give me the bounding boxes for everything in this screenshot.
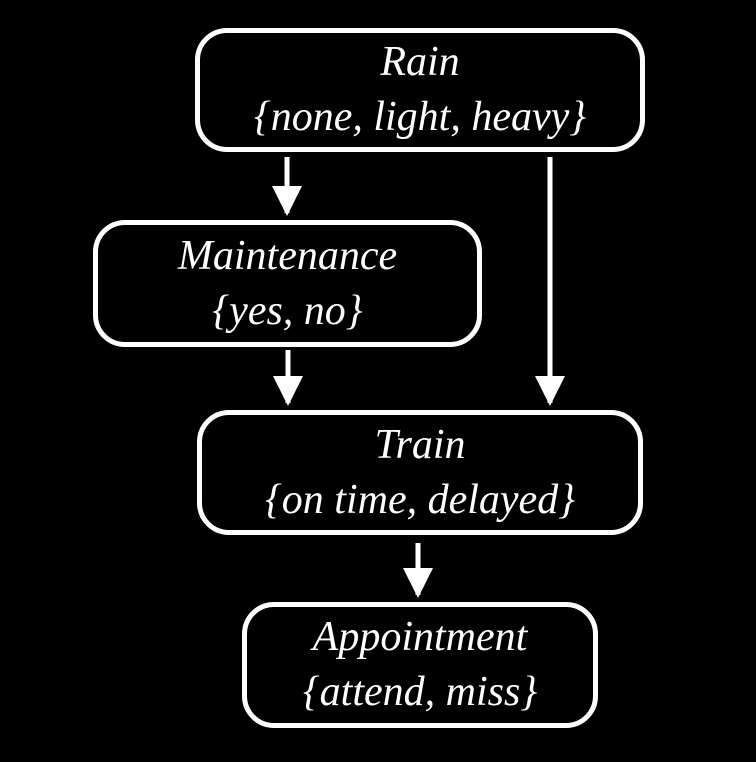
node-train-label: Train bbox=[374, 421, 466, 468]
node-rain-domain: {none, light, heavy} bbox=[253, 94, 587, 140]
node-appointment-label: Appointment bbox=[312, 614, 528, 661]
node-maintenance-domain: {yes, no} bbox=[212, 287, 363, 334]
node-rain-label: Rain bbox=[380, 39, 460, 86]
node-train-domain: {on time, delayed} bbox=[265, 476, 575, 523]
node-train: Train {on time, delayed} bbox=[197, 410, 643, 535]
node-appointment: Appointment {attend, miss} bbox=[242, 602, 598, 728]
node-maintenance-label: Maintenance bbox=[177, 232, 398, 279]
node-rain: Rain {none, light, heavy} bbox=[195, 28, 645, 152]
node-appointment-domain: {attend, miss} bbox=[302, 669, 538, 715]
node-maintenance: Maintenance {yes, no} bbox=[93, 220, 482, 347]
